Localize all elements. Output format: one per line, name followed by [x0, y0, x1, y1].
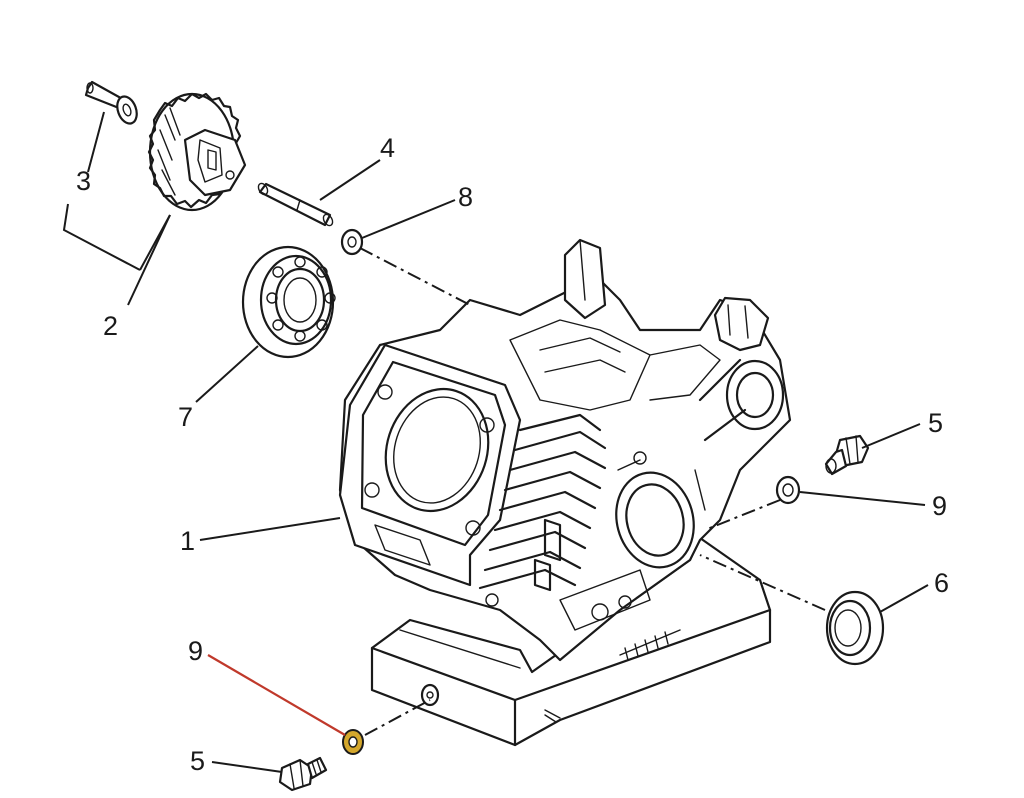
governor-shaft	[84, 80, 138, 125]
leader-lines	[62, 111, 929, 773]
governor-gear	[147, 92, 247, 212]
label-5-right: 5	[928, 408, 943, 438]
bolt-bottom	[278, 756, 328, 792]
assembly-centerlines	[359, 247, 826, 736]
crankcase-block	[338, 238, 792, 747]
label-9-bottom: 9	[188, 636, 203, 666]
oil-seal	[825, 590, 885, 666]
label-3: 3	[76, 166, 91, 196]
washer-right	[775, 475, 801, 505]
label-9-right: 9	[932, 491, 947, 521]
label-8: 8	[458, 182, 473, 212]
callout-labels: 3 2 4 8 7 1 5 9 6 9 5	[76, 133, 949, 776]
washer-top	[340, 228, 364, 256]
label-4: 4	[380, 133, 395, 163]
cooling-fins	[478, 413, 607, 590]
bolt-right	[824, 434, 870, 476]
label-5-bottom: 5	[190, 746, 205, 776]
label-2: 2	[103, 311, 118, 341]
dowel-pin	[257, 182, 334, 227]
label-1: 1	[180, 526, 195, 556]
ball-bearing	[241, 245, 336, 359]
washer-bottom-highlighted	[342, 729, 364, 755]
label-6: 6	[934, 568, 949, 598]
label-7: 7	[178, 402, 193, 432]
